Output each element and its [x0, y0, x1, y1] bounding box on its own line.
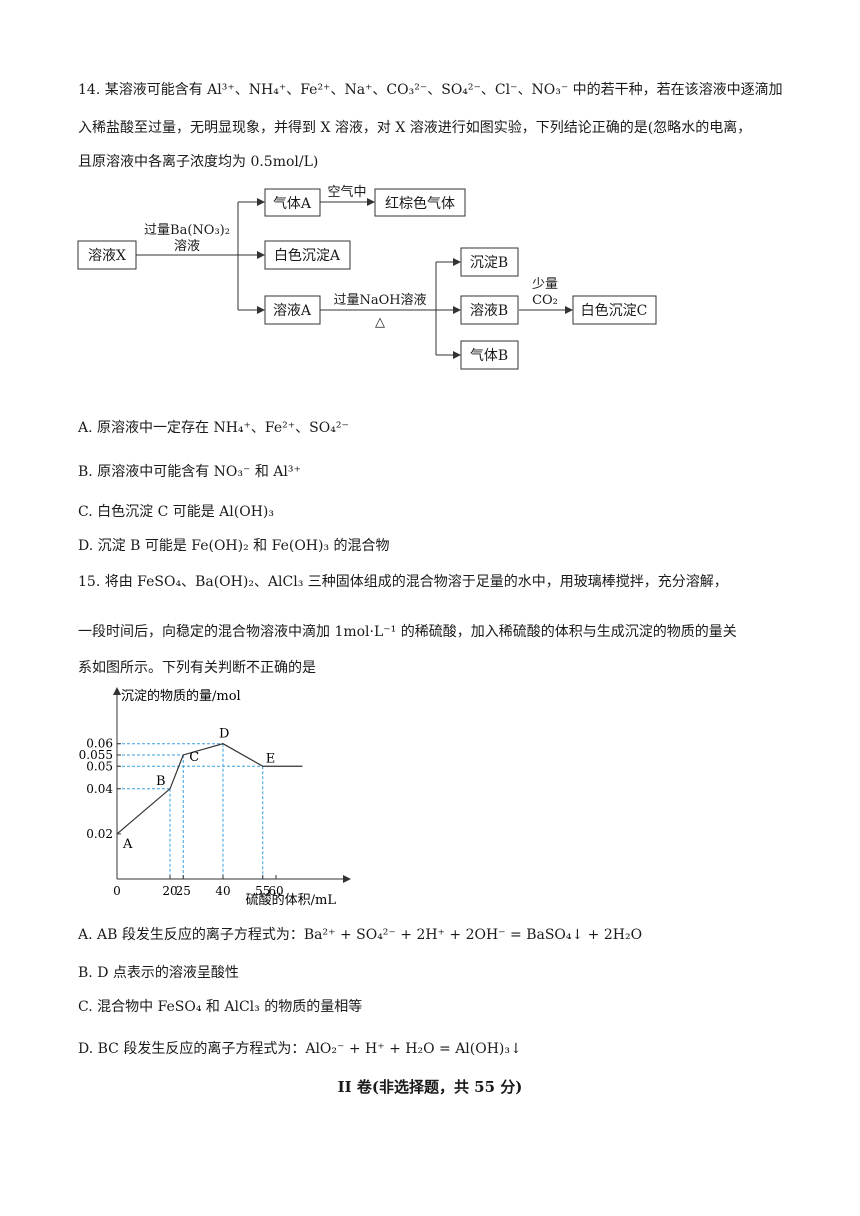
label-naoh: 过量NaOH溶液 — [333, 293, 426, 308]
node-gas-b: 气体B — [460, 340, 519, 370]
y-tick-label: 0.055 — [79, 748, 113, 762]
x-axis-label: 硫酸的体积/mL — [246, 892, 337, 908]
label-heat: △ — [375, 315, 385, 330]
y-tick-label: 0.04 — [86, 782, 113, 796]
node-solution-a: 溶液A — [264, 295, 321, 325]
node-ppt-b: 沉淀B — [460, 247, 519, 277]
label-ba-no3: 过量Ba(NO₃)₂ — [144, 223, 230, 238]
q15-stem-line1: 15. 将由 FeSO₄、Ba(OH)₂、AlCl₃ 三种固体组成的混合物溶于足… — [78, 574, 728, 590]
x-tick-label: 40 — [215, 884, 230, 898]
q15-option-a[interactable]: A. AB 段发生反应的离子方程式为：Ba²⁺ + SO₄²⁻ + 2H⁺ + … — [78, 927, 643, 943]
x-tick-label: 0 — [113, 884, 121, 898]
node-solution-x: 溶液X — [77, 240, 137, 270]
y-tick-label: 0.05 — [86, 759, 113, 773]
svg-text:红棕色气体: 红棕色气体 — [385, 195, 455, 212]
label-little: 少量 — [532, 277, 558, 292]
y-tick-label: 0.06 — [86, 737, 113, 751]
node-red-brown-gas: 红棕色气体 — [374, 188, 466, 217]
point-label-e: E — [266, 751, 276, 766]
node-gas-a: 气体A — [264, 188, 321, 217]
svg-text:溶液B: 溶液B — [470, 303, 508, 319]
x-tick-label: 25 — [176, 884, 191, 898]
label-solution: 溶液 — [174, 239, 200, 254]
x-tick-label: 60 — [268, 884, 283, 898]
label-air: 空气中 — [327, 184, 366, 200]
svg-text:白色沉淀C: 白色沉淀C — [581, 302, 648, 319]
svg-text:气体B: 气体B — [470, 348, 508, 364]
q14-flow-diagram: 过量Ba(NO₃)₂ 溶液 空气中 过量NaOH溶液 △ 少量 CO₂ 溶液X … — [77, 184, 657, 370]
node-white-ppt-a: 白色沉淀A — [264, 240, 351, 270]
svg-text:沉淀B: 沉淀B — [470, 255, 508, 271]
q15-option-b[interactable]: B. D 点表示的溶液呈酸性 — [78, 965, 239, 981]
q15-stem-line2: 一段时间后，向稳定的混合物溶液中滴加 1mol·L⁻¹ 的稀硫酸，加入稀硫酸的体… — [78, 624, 737, 640]
q14-option-d[interactable]: D. 沉淀 B 可能是 Fe(OH)₂ 和 Fe(OH)₃ 的混合物 — [78, 538, 390, 554]
label-co2: CO₂ — [532, 293, 558, 308]
q15-stem-line3: 系如图所示。下列有关判断不正确的是 — [78, 660, 316, 676]
section-title: II 卷(非选择题，共 55 分) — [337, 1078, 523, 1096]
point-label-c: C — [189, 750, 199, 765]
point-label-b: B — [156, 774, 166, 789]
q15-option-d[interactable]: D. BC 段发生反应的离子方程式为：AlO₂⁻ + H⁺ + H₂O = Al… — [78, 1041, 522, 1057]
x-tick-label: 55 — [255, 884, 270, 898]
precipitate-series-line — [116, 743, 303, 835]
svg-text:溶液X: 溶液X — [88, 248, 126, 264]
q15-precipitate-chart: 沉淀的物质的量/mol 硫酸的体积/mL 0.02 0.04 0.050.0550.… — [79, 687, 351, 908]
y-axis-label: 沉淀的物质的量/mol — [121, 688, 241, 704]
q14-option-b[interactable]: B. 原溶液中可能含有 NO₃⁻ 和 Al³⁺ — [78, 464, 301, 480]
svg-text:白色沉淀A: 白色沉淀A — [274, 247, 341, 264]
x-tick-label: 20 — [162, 884, 177, 898]
q14-option-c[interactable]: C. 白色沉淀 C 可能是 Al(OH)₃ — [78, 504, 274, 520]
svg-text:溶液A: 溶液A — [273, 303, 312, 319]
y-tick-label: 0.02 — [86, 827, 113, 841]
node-solution-b: 溶液B — [460, 295, 519, 325]
q14-stem-line2: 入稀盐酸至过量，无明显现象，并得到 X 溶液，对 X 溶液进行如图实验，下列结论… — [78, 120, 752, 136]
q14-option-a[interactable]: A. 原溶液中一定存在 NH₄⁺、Fe²⁺、SO₄²⁻ — [78, 420, 349, 436]
point-label-a: A — [122, 837, 133, 852]
svg-text:气体A: 气体A — [273, 196, 312, 212]
q14-stem-line1: 14. 某溶液可能含有 Al³⁺、NH₄⁺、Fe²⁺、Na⁺、CO₃²⁻、SO₄… — [78, 82, 783, 98]
q15-option-c[interactable]: C. 混合物中 FeSO₄ 和 AlCl₃ 的物质的量相等 — [78, 999, 363, 1015]
node-white-ppt-c: 白色沉淀C — [572, 295, 657, 325]
point-label-d: D — [219, 727, 229, 742]
q14-stem-line3: 且原溶液中各离子浓度均为 0.5mol/L) — [78, 154, 319, 170]
